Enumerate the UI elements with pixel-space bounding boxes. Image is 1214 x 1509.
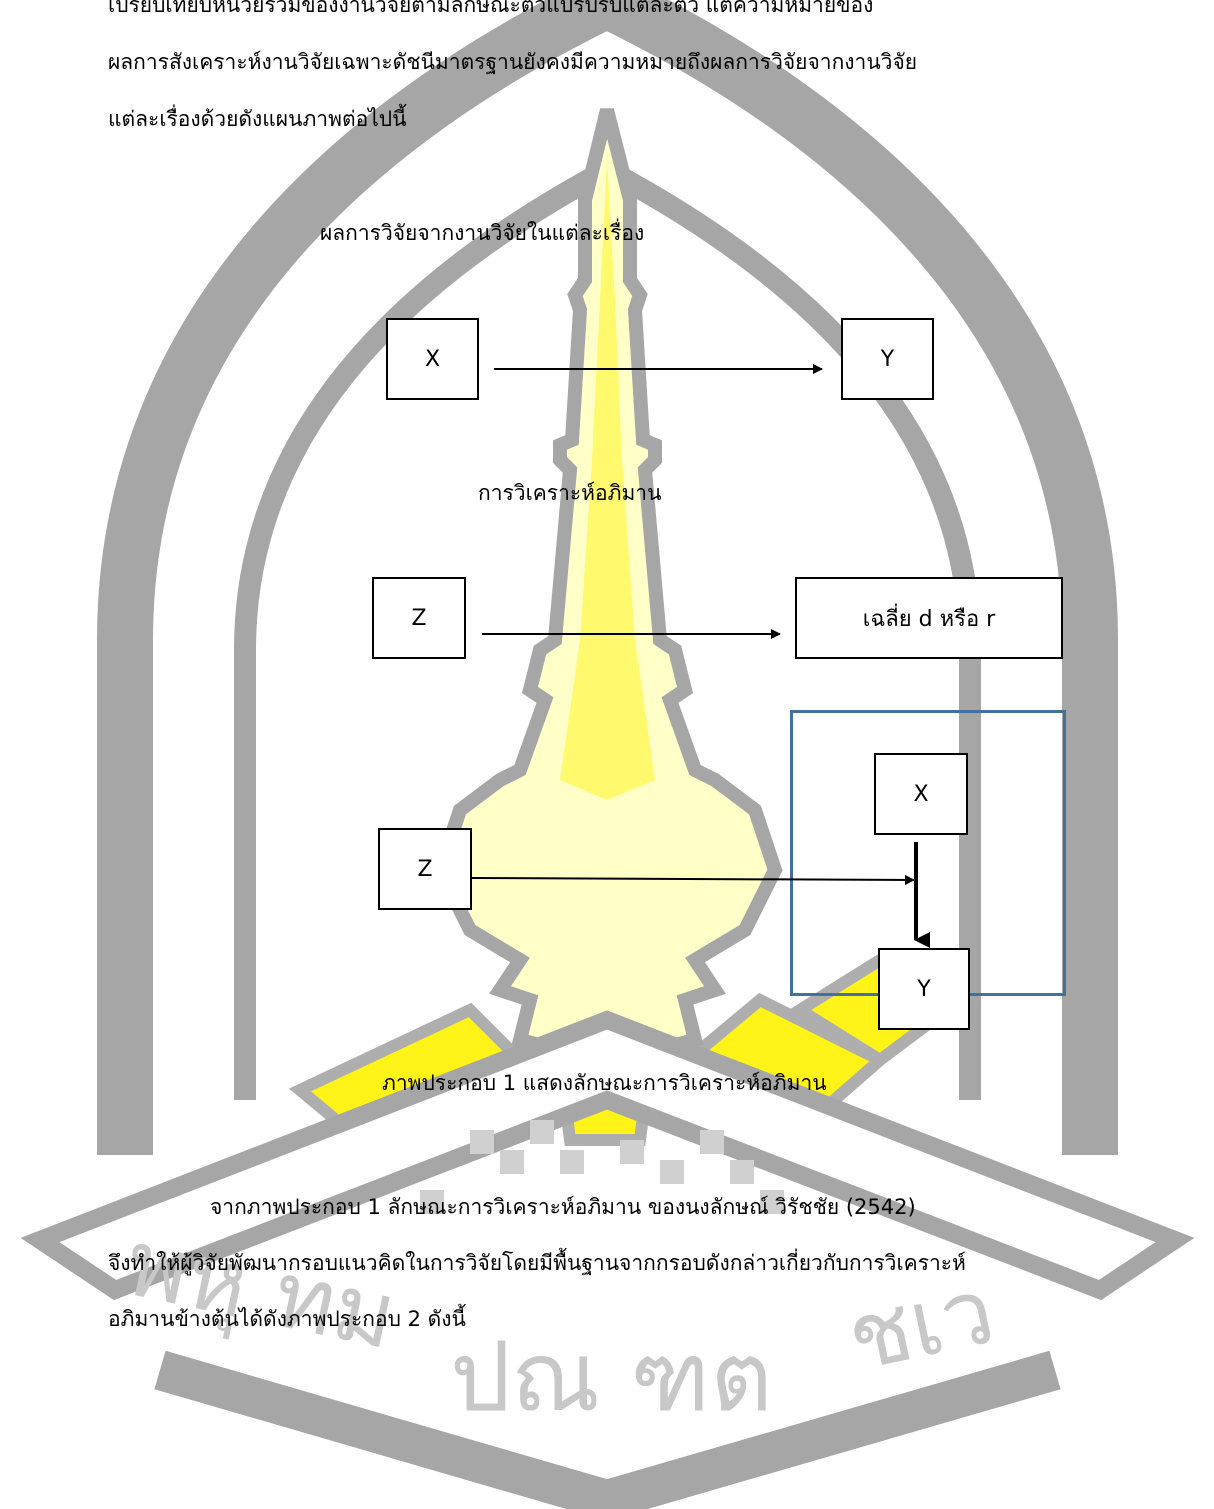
body-line-1: จากภาพประกอบ 1 ลักษณะการวิเคราะห์อภิมาน … <box>210 1195 916 1219</box>
arrow-z-to-path <box>471 874 915 885</box>
diagram-section-title-studies: ผลการวิจัยจากงานวิจัยในแต่ละเรื่อง <box>320 221 645 245</box>
moderator-box-z: Z <box>378 828 472 910</box>
body-line-3: อภิมานข้างต้นได้ดังภาพประกอบ 2 ดังนี้ <box>108 1307 466 1331</box>
body-line-2: จึงทำให้ผู้วิจัยพัฒนากรอบแนวคิดในการวิจั… <box>108 1251 966 1275</box>
moderated-box-x: X <box>874 753 968 835</box>
intro-line-2: ผลการสังเคราะห์งานวิจัยเฉพาะดัชนีมาตรฐาน… <box>108 50 918 74</box>
figure-caption: ภาพประกอบ 1 แสดงลักษณะการวิเคราะห์อภิมาน <box>382 1071 827 1095</box>
intro-line-1: เปรียบเทียบหน่วยรวมของงานวิจัยตามลักษณะต… <box>108 0 874 17</box>
variable-box-z: Z <box>372 577 466 659</box>
svg-text:ปณ ฑต: ปณ ฑต <box>450 1321 773 1433</box>
variable-box-y: Y <box>841 318 934 400</box>
variable-box-x: X <box>386 318 479 400</box>
diagram-section-title-meta-analysis: การวิเคราะห์อภิมาน <box>478 481 662 505</box>
intro-line-3: แต่ละเรื่องด้วยดังแผนภาพต่อไปนี้ <box>108 107 407 131</box>
effect-size-box: เฉลี่ย d หรือ r <box>795 577 1063 659</box>
moderated-box-y: Y <box>878 948 970 1030</box>
